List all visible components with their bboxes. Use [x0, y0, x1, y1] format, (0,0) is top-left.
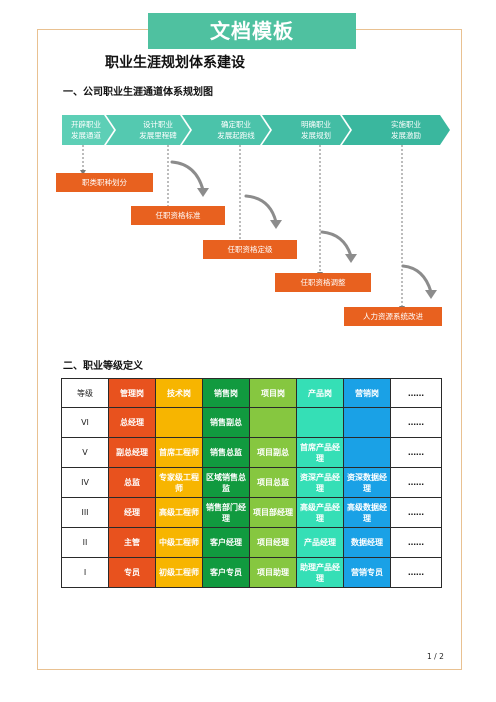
cell-management: 总经理 — [108, 407, 156, 438]
cell-project: 项目助理 — [249, 557, 297, 588]
cell-level: VI — [61, 407, 109, 438]
page-title: 职业生涯规划体系建设 — [105, 55, 245, 71]
process-step-5-line1: 实施职业 — [391, 120, 421, 129]
cell-more: …… — [390, 557, 442, 588]
cell-project — [249, 407, 297, 438]
section-heading-career-path: 一、公司职业生涯通道体系规划图 — [63, 87, 213, 98]
cell-more: …… — [390, 497, 442, 528]
cell-level: I — [61, 557, 109, 588]
header-cell-management: 管理岗 — [108, 378, 156, 408]
template-banner: 文档模板 — [148, 13, 356, 49]
cell-more: …… — [390, 467, 442, 498]
outcome-box-qualification-standard: 任职资格标准 — [131, 206, 225, 225]
cell-level: IV — [61, 467, 109, 498]
cell-sales: 客户经理 — [202, 527, 250, 558]
header-cell-marketing: 营销岗 — [343, 378, 391, 408]
outcome-box-qualification-adjustment: 任职资格调整 — [275, 273, 371, 292]
cell-management: 总监 — [108, 467, 156, 498]
cell-product: 高级产品经理 — [296, 497, 344, 528]
process-step-4-line2: 发展规划 — [301, 131, 331, 140]
cell-technical: 初级工程师 — [155, 557, 203, 588]
cell-sales: 销售总监 — [202, 437, 250, 468]
table-header-row: 等级管理岗技术岗销售岗项目岗产品岗营销岗…… — [61, 378, 442, 408]
outcome-box-hr-system-improvement: 人力资源系统改进 — [344, 307, 442, 326]
cell-technical: 高级工程师 — [155, 497, 203, 528]
cell-sales: 区域销售总监 — [202, 467, 250, 498]
cell-product: 首席产品经理 — [296, 437, 344, 468]
cell-technical: 中级工程师 — [155, 527, 203, 558]
cell-level: III — [61, 497, 109, 528]
cell-level: II — [61, 527, 109, 558]
cell-technical: 首席工程师 — [155, 437, 203, 468]
cell-marketing: 数据经理 — [343, 527, 391, 558]
page-number: 1 / 2 — [427, 652, 444, 661]
process-step-4: 明确职业发展规划 — [264, 115, 348, 145]
process-step-3-line1: 确定职业 — [221, 120, 251, 129]
cell-marketing — [343, 407, 391, 438]
cell-management: 专员 — [108, 557, 156, 588]
process-step-2-line2: 发展里程碑 — [139, 131, 177, 140]
cell-level: V — [61, 437, 109, 468]
process-step-1-line1: 开辟职业 — [71, 120, 101, 129]
section-heading-grade-definition: 二、职业等级定义 — [63, 361, 143, 372]
cell-marketing: 营销专员 — [343, 557, 391, 588]
process-step-3-line2: 发展起跑线 — [217, 131, 255, 140]
cell-sales: 销售副总 — [202, 407, 250, 438]
cell-more: …… — [390, 437, 442, 468]
cell-marketing: 高级数据经理 — [343, 497, 391, 528]
process-step-5-line2: 发展激励 — [391, 131, 421, 140]
cell-more: …… — [390, 407, 442, 438]
process-step-1: 开辟职业发展通道 — [62, 115, 110, 145]
header-cell-sales: 销售岗 — [202, 378, 250, 408]
cell-product: 资深产品经理 — [296, 467, 344, 498]
cell-marketing — [343, 437, 391, 468]
outcome-box-classification: 职类职种划分 — [56, 173, 153, 192]
header-cell-level: 等级 — [61, 378, 109, 408]
process-step-2: 设计职业发展里程碑 — [108, 115, 188, 145]
cell-product: 助理产品经理 — [296, 557, 344, 588]
cell-product — [296, 407, 344, 438]
process-step-1-line2: 发展通道 — [71, 131, 101, 140]
cell-product: 产品经理 — [296, 527, 344, 558]
header-cell-technical: 技术岗 — [155, 378, 203, 408]
cell-management: 主管 — [108, 527, 156, 558]
cell-more: …… — [390, 527, 442, 558]
cell-management: 经理 — [108, 497, 156, 528]
process-step-4-line1: 明确职业 — [301, 120, 331, 129]
process-step-3: 确定职业发展起跑线 — [184, 115, 268, 145]
process-step-5: 实施职业发展激励 — [344, 115, 448, 145]
header-cell-product: 产品岗 — [296, 378, 344, 408]
cell-marketing: 资深数据经理 — [343, 467, 391, 498]
outcome-box-qualification-grading: 任职资格定级 — [203, 240, 297, 259]
header-cell-more: …… — [390, 378, 442, 408]
cell-technical: 专家级工程师 — [155, 467, 203, 498]
cell-management: 副总经理 — [108, 437, 156, 468]
cell-project: 项目副总 — [249, 437, 297, 468]
cell-sales: 客户专员 — [202, 557, 250, 588]
cell-sales: 销售部门经理 — [202, 497, 250, 528]
cell-project: 项目经理 — [249, 527, 297, 558]
header-cell-project: 项目岗 — [249, 378, 297, 408]
cell-project: 项目总监 — [249, 467, 297, 498]
cell-project: 项目部经理 — [249, 497, 297, 528]
cell-technical — [155, 407, 203, 438]
process-step-2-line1: 设计职业 — [143, 120, 173, 129]
